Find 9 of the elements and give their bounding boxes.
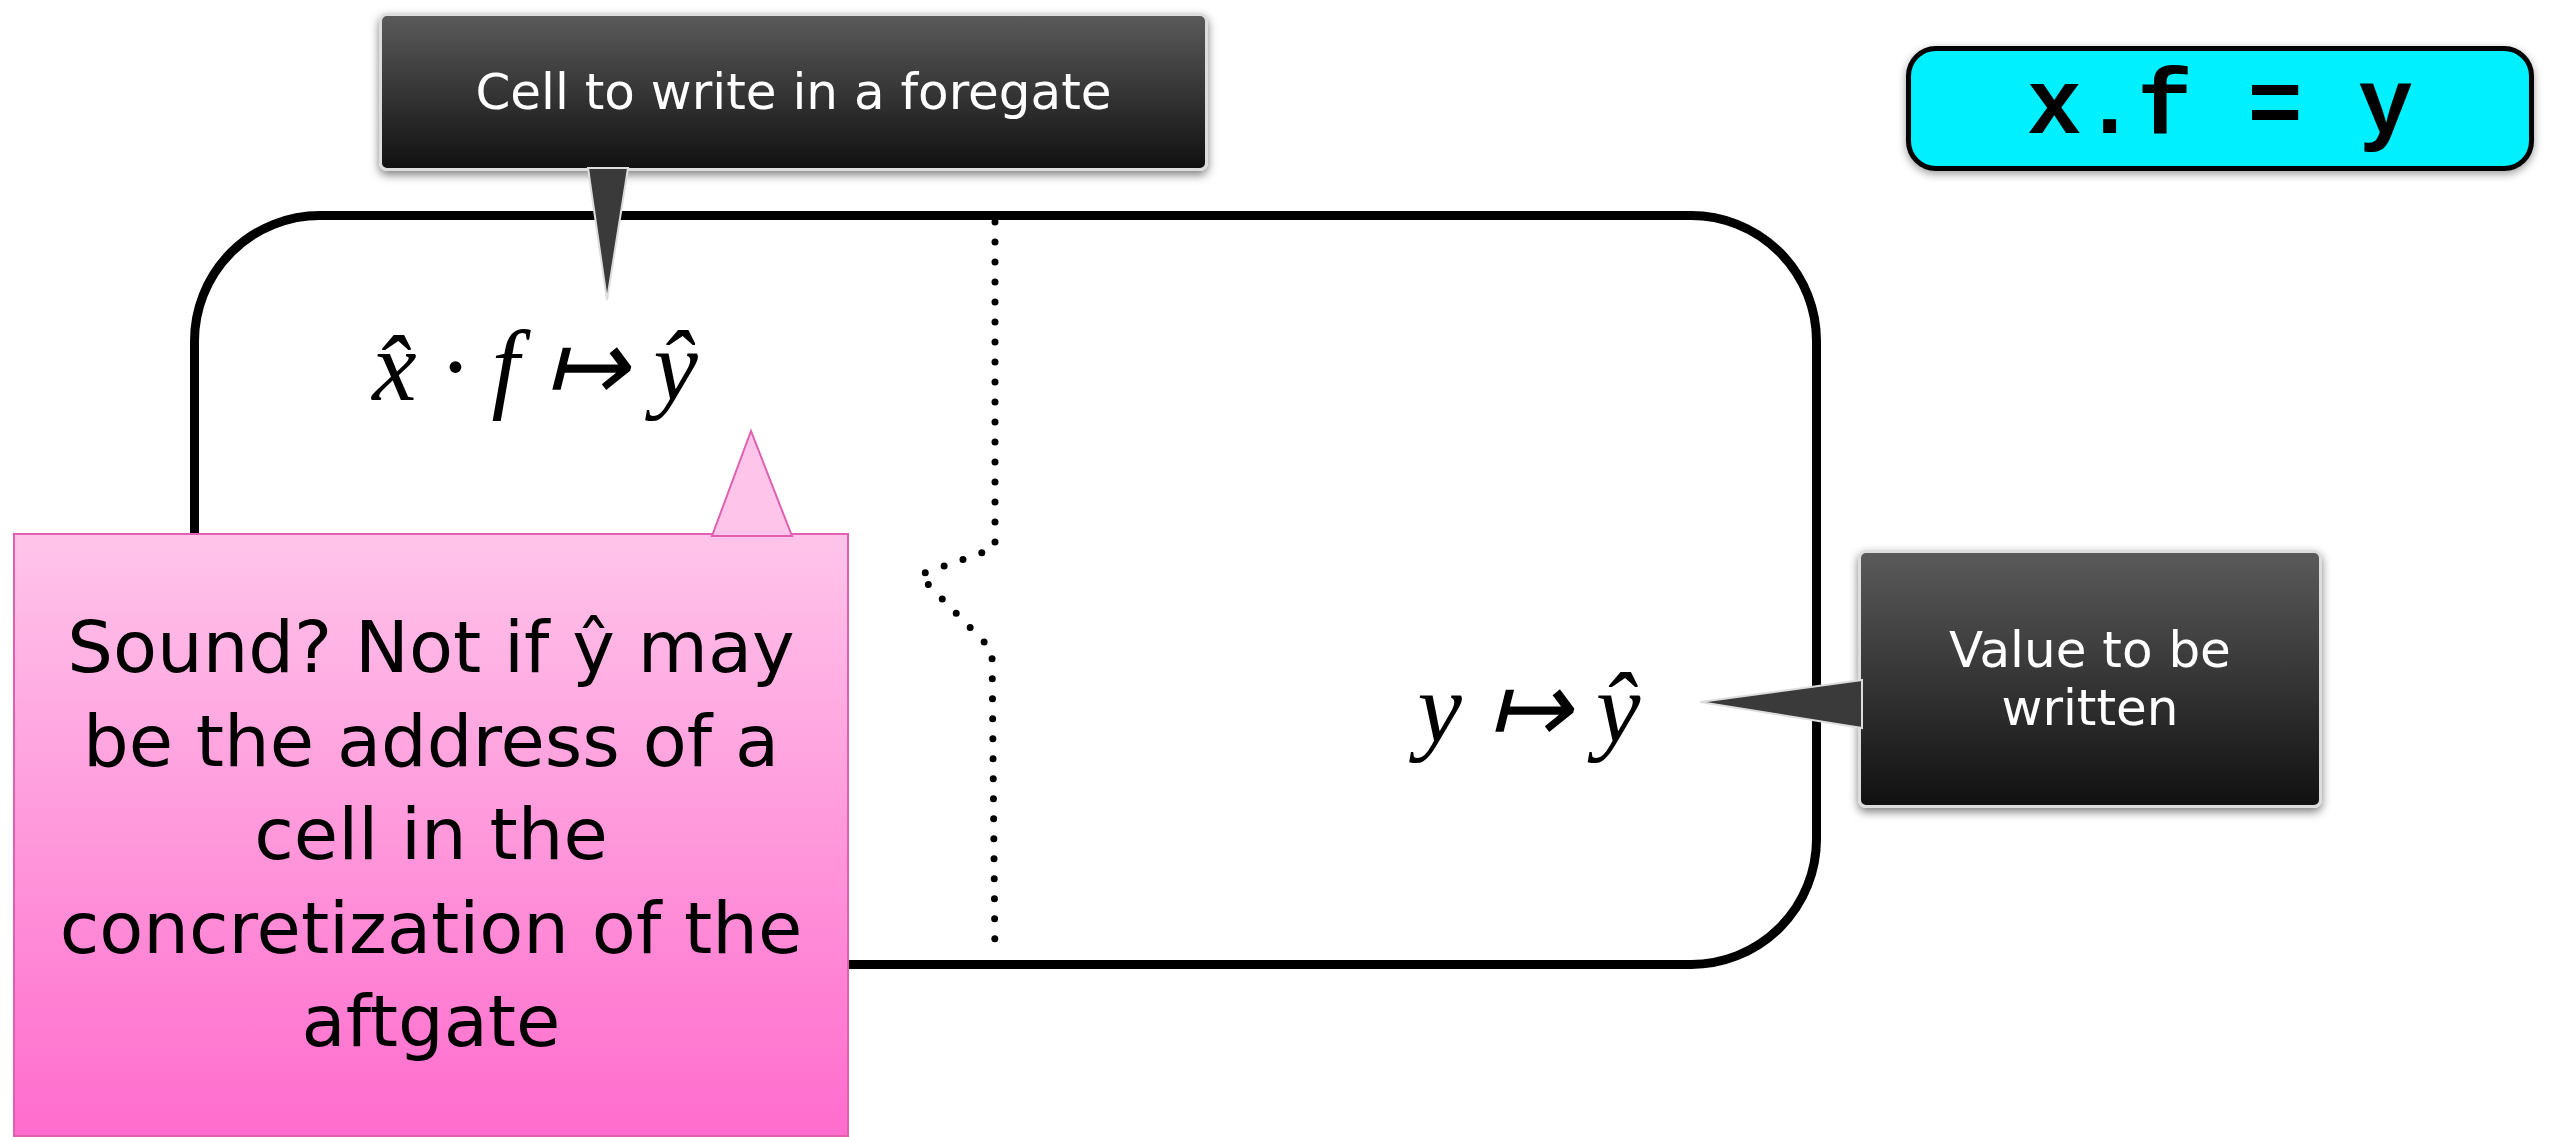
math-expression: y ↦ ŷ: [1358, 650, 1700, 765]
callout: Sound? Not if ŷ may be the address of a cell in the concretization of the aftgate: [13, 533, 849, 1137]
callout: Cell to write in a foregate: [379, 13, 1208, 171]
callout-pointer: [1699, 678, 1863, 730]
callout-pointer: [710, 428, 794, 537]
callout-pointer: [586, 167, 630, 301]
code-box: x.f = y: [1906, 46, 2534, 171]
math-expression: x̂ · f ↦ ŷ: [270, 300, 800, 431]
callout: Value to be written: [1858, 550, 2322, 808]
